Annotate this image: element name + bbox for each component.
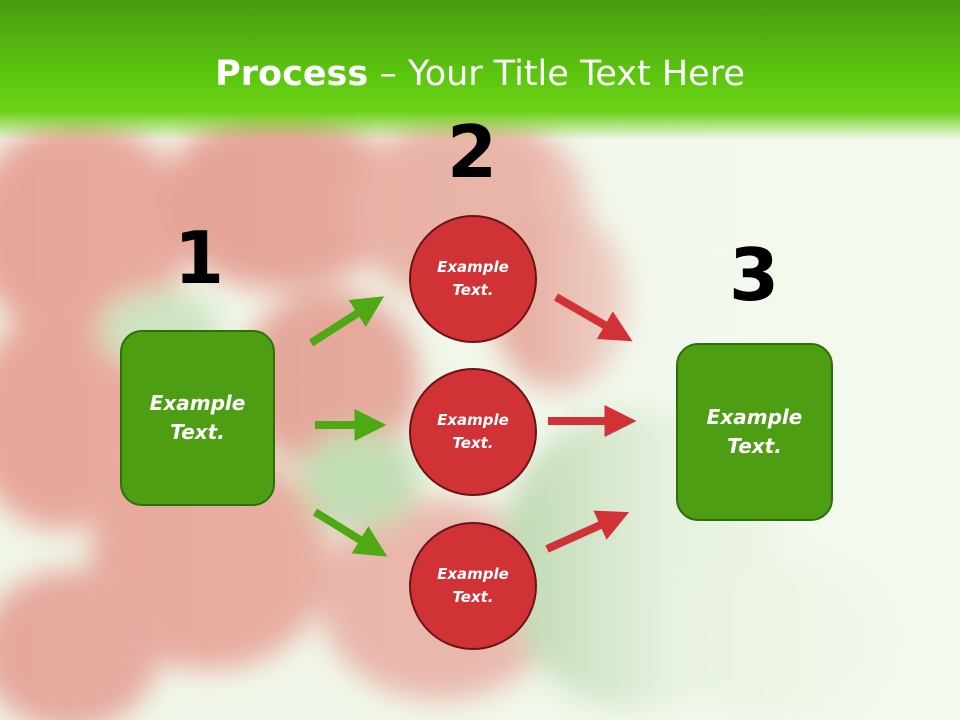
circle-label-line1: Example xyxy=(437,565,509,583)
step-1-box: Example Text. xyxy=(120,330,275,506)
step-3-box: Example Text. xyxy=(676,343,833,521)
step-1-number: 1 xyxy=(173,216,225,300)
step-2-circle-top: Example Text. xyxy=(409,215,537,343)
step-2-number: 2 xyxy=(446,110,498,194)
step-2-circle-middle: Example Text. xyxy=(409,368,537,496)
circle-label-line1: Example xyxy=(437,411,509,429)
title-rest-text: – Your Title Text Here xyxy=(368,54,745,94)
circle-label-line2: Text. xyxy=(452,588,494,606)
step-3-label-line1: Example xyxy=(706,405,803,429)
step-3-number: 3 xyxy=(728,233,780,317)
circle-label-line2: Text. xyxy=(452,281,494,299)
slide-title: Process – Your Title Text Here xyxy=(0,50,960,98)
circle-label-line1: Example xyxy=(437,258,509,276)
step-3-label-line2: Text. xyxy=(727,434,782,458)
step-1-label-line2: Text. xyxy=(170,420,225,444)
title-bold-text: Process xyxy=(215,54,369,94)
step-2-circle-bottom: Example Text. xyxy=(409,522,537,650)
step-1-label-line1: Example xyxy=(149,391,246,415)
title-bar xyxy=(0,0,960,140)
circle-label-line2: Text. xyxy=(452,434,494,452)
